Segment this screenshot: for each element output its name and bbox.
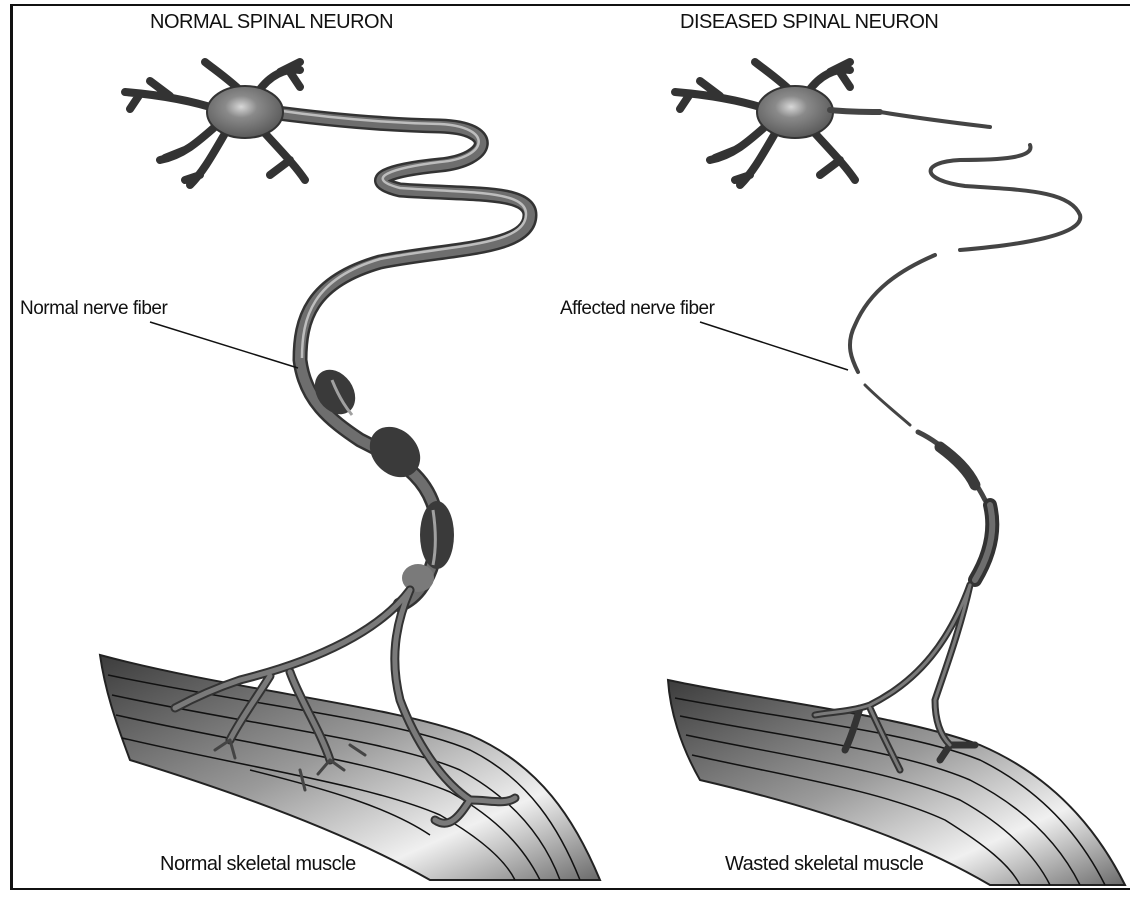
normal-muscle-label: Normal skeletal muscle bbox=[160, 853, 356, 876]
normal-fiber-label: Normal nerve fiber bbox=[20, 298, 167, 320]
affected-nerve-fiber bbox=[675, 62, 1080, 770]
normal-muscle bbox=[100, 655, 600, 880]
affected-fiber-leader bbox=[700, 322, 848, 370]
normal-panel-title: NORMAL SPINAL NEURON bbox=[150, 11, 393, 34]
affected-fiber-label: Affected nerve fiber bbox=[560, 298, 714, 320]
diseased-panel-title: DISEASED SPINAL NEURON bbox=[680, 11, 938, 34]
wasted-muscle-label: Wasted skeletal muscle bbox=[725, 853, 923, 876]
normal-fiber-leader bbox=[150, 322, 298, 368]
